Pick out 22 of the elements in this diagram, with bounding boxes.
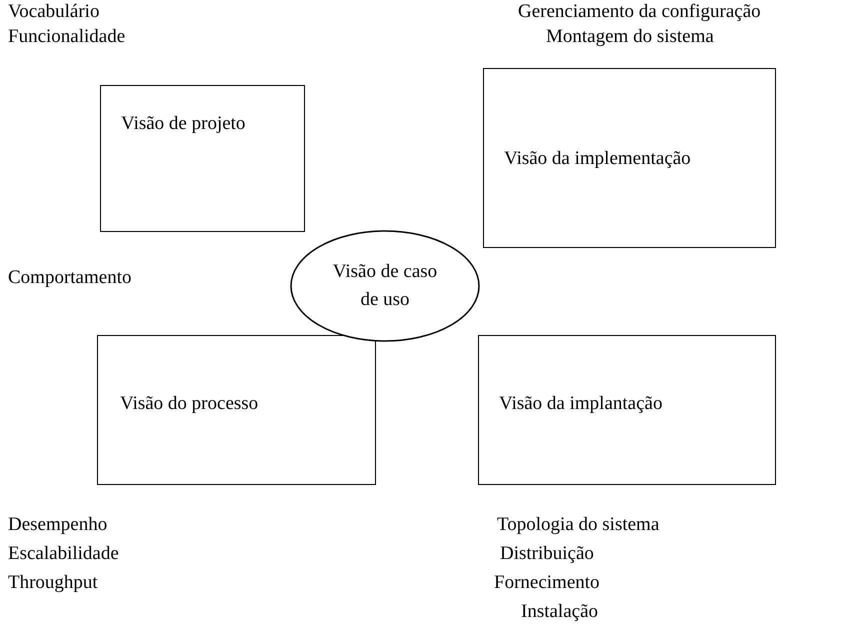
view-title: Visão da implantação (499, 392, 662, 416)
view-title: Visão de projeto (121, 112, 246, 136)
view-title: Visão de caso de uso (332, 260, 438, 312)
concern-text: Desempenho (8, 513, 108, 537)
concern-text: Throughput (8, 571, 98, 595)
concern-text: Distribuição (500, 542, 594, 566)
view-ellipse (290, 230, 480, 342)
concern-text: Escalabilidade (8, 542, 119, 566)
view-box (478, 335, 776, 485)
concern-text: Vocabulário (8, 0, 100, 24)
view-title: Visão do processo (120, 392, 258, 416)
view-title: Visão da implementação (504, 147, 691, 171)
concern-text: Topologia do sistema (497, 513, 660, 537)
concern-text: Instalação (521, 600, 598, 624)
concern-text: Funcionalidade (8, 25, 126, 49)
view-box (100, 85, 305, 232)
view-box (97, 335, 376, 485)
concern-text: Gerenciamento da configuração (518, 0, 761, 24)
concern-text: Comportamento (8, 266, 132, 290)
concern-text: Fornecimento (494, 571, 600, 595)
view-box (483, 68, 776, 248)
concern-text: Montagem do sistema (546, 25, 714, 49)
